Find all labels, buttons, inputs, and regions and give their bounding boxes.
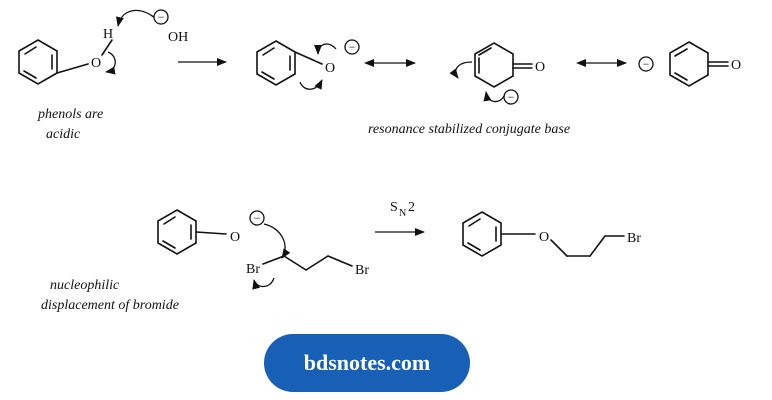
dibromopropane-chain	[262, 255, 353, 271]
svg-text:−: −	[508, 90, 515, 104]
reactant-phenoxide-charge-circle: −	[249, 210, 265, 226]
dibromopropane-br-left: Br	[246, 262, 260, 277]
svg-text:−: −	[254, 211, 261, 225]
caption-resonance-stabilized: resonance stabilized conjugate base	[368, 122, 570, 137]
sn2-label-s: S	[390, 200, 398, 215]
watermark-text: bdsnotes.com	[304, 350, 431, 375]
phenol-o-atom: O	[91, 56, 101, 71]
caption-nucleophilic-line1: nucleophilic	[50, 278, 120, 293]
hydroxide-attack-arrow	[116, 9, 156, 27]
product-propyl-chain	[550, 235, 625, 257]
sn2-attack-arrow	[263, 223, 291, 259]
phenoxide-lone-pair-arrow	[314, 43, 337, 55]
phenoxide-o-atom: O	[325, 61, 335, 76]
caption-nucleophilic-line2: displacement of bromide	[41, 298, 179, 313]
resonance-form-2-o-atom: O	[535, 60, 545, 75]
phenoxide-charge-circle: −	[344, 39, 360, 55]
dibromopropane-br-right: Br	[355, 263, 369, 278]
phenoxide-benzene-ring	[256, 40, 323, 86]
watermark-badge: bdsnotes.com	[264, 334, 470, 392]
product-br-atom: Br	[627, 231, 641, 246]
caption-phenols-acidic-line2: acidic	[46, 127, 81, 142]
sn2-label-2: 2	[408, 200, 415, 215]
resonance-form-2-ring	[474, 42, 533, 88]
hydroxide-charge-circle: −	[153, 9, 169, 25]
phenol-h-atom: H	[103, 27, 113, 42]
svg-text:−: −	[349, 40, 356, 54]
resonance-form-2-charge-circle: −	[503, 89, 519, 105]
resonance-form-3-o-atom: O	[731, 58, 741, 73]
phenol-benzene-ring	[18, 39, 113, 85]
reactant-phenoxide-ring	[157, 209, 227, 255]
bromide-leaving-arrow	[252, 277, 275, 290]
sn2-label-n: N	[399, 208, 406, 219]
o-h-bond-electron-arrow	[105, 51, 116, 75]
caption-phenols-acidic-line1: phenols are	[37, 107, 103, 122]
hydroxide-label: OH	[168, 30, 188, 45]
resonance-form-2-carbanion-arrow	[483, 91, 505, 103]
reactant-phenoxide-o-atom: O	[230, 230, 240, 245]
svg-text:−: −	[158, 10, 165, 24]
product-benzene-ring	[462, 211, 536, 257]
resonance-form-3-ring	[669, 41, 729, 87]
phenoxide-pi-bond-arrow	[299, 79, 323, 90]
svg-text:−: −	[643, 57, 650, 71]
resonance-form-3-charge-circle: −	[638, 56, 654, 72]
resonance-form-2-shift-arrow	[449, 61, 473, 79]
product-ether-o-atom: O	[539, 230, 549, 245]
